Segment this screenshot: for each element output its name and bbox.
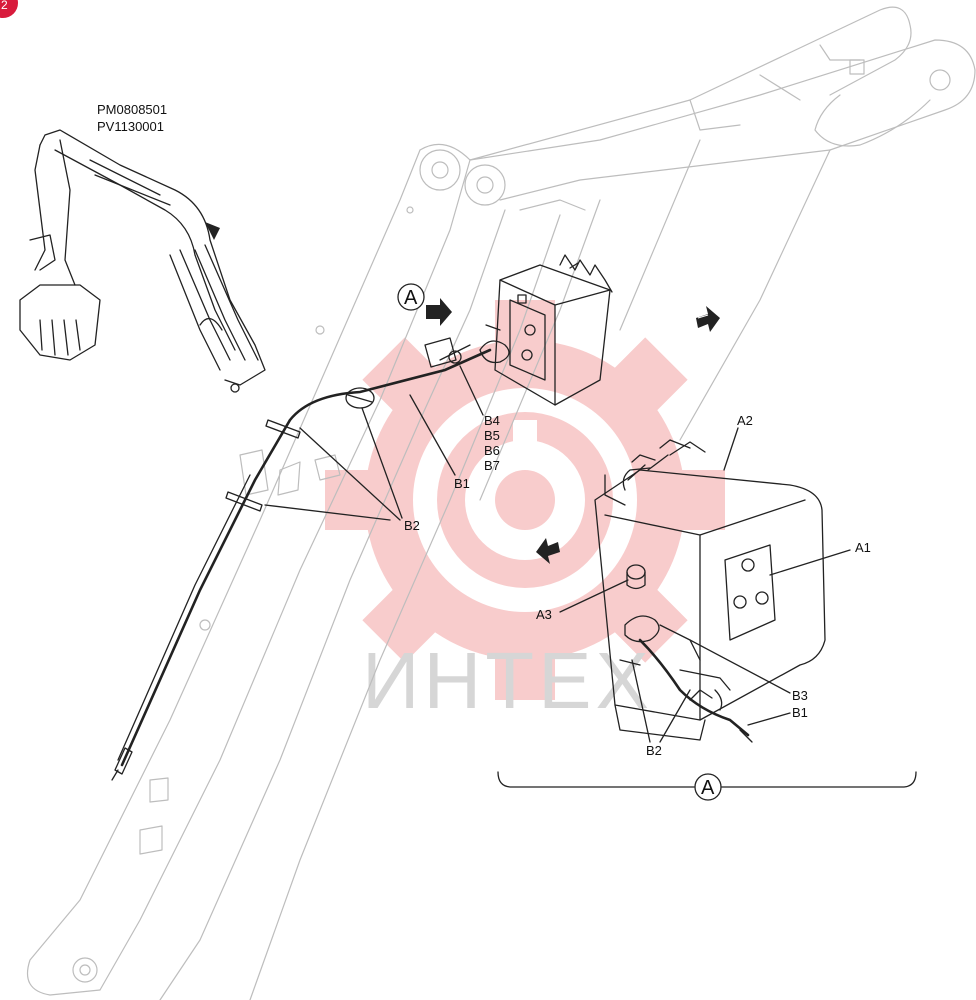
label-b5: B5 — [484, 428, 500, 443]
hydraulic-hose — [111, 344, 492, 781]
boom-structure — [26, 6, 976, 1000]
corner-badge: 2 — [0, 0, 18, 18]
label-b7: B7 — [484, 458, 500, 473]
view-marker-a-upper-label: A — [404, 287, 418, 309]
detail-bracket — [594, 439, 826, 743]
arrow-outline-right-icon — [696, 306, 720, 332]
detail-view-bracket: A — [497, 771, 917, 801]
reference-excavator-icon — [19, 129, 266, 393]
label-b6: B6 — [484, 443, 500, 458]
label-a1: A1 — [855, 540, 871, 555]
label-b2-lower: B2 — [646, 743, 662, 758]
label-b1-upper: B1 — [454, 476, 470, 491]
label-b4: B4 — [484, 413, 500, 428]
label-b3: B3 — [792, 688, 808, 703]
label-b1-lower: B1 — [792, 705, 808, 720]
view-marker-a-upper: A — [397, 283, 425, 311]
arrow-right-icon — [426, 298, 452, 326]
label-a2: A2 — [737, 413, 753, 428]
hose-clamps — [225, 387, 375, 512]
watermark-text: ИНТЕХ — [362, 636, 653, 725]
connector-fitting — [424, 337, 462, 368]
corner-badge-text: 2 — [1, 0, 8, 12]
label-a3: A3 — [536, 607, 552, 622]
upper-bracket — [479, 254, 613, 406]
model-code-1: PM0808501 — [97, 102, 167, 117]
leader-lines — [264, 365, 851, 743]
arrow-outline-left-icon — [536, 538, 560, 564]
label-b2-upper: B2 — [404, 518, 420, 533]
model-code-2: PV1130001 — [97, 119, 164, 134]
view-marker-a-lower-label: A — [701, 777, 715, 799]
